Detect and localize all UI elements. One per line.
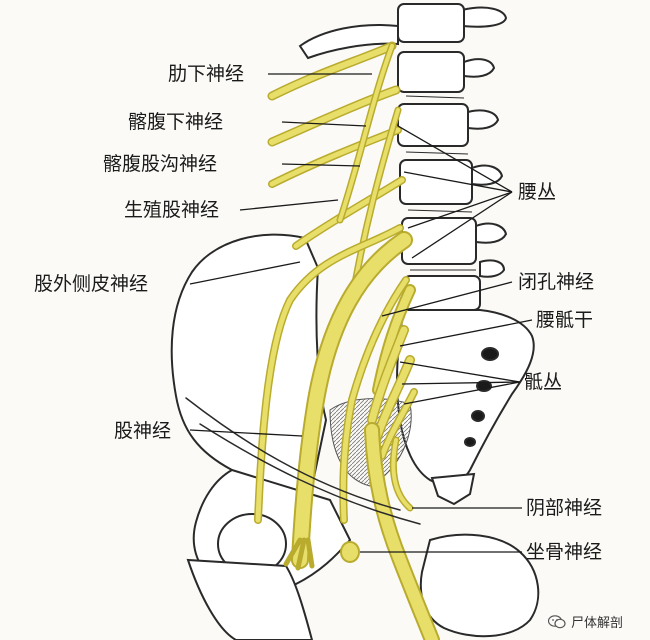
nerves bbox=[185, 41, 440, 640]
label-lumbar-plexus: 腰丛 bbox=[518, 181, 557, 203]
transverse-process-top bbox=[461, 6, 508, 28]
vertebra-3 bbox=[397, 103, 469, 147]
leader-lines bbox=[189, 73, 533, 553]
sacral-foramen-3 bbox=[471, 410, 485, 422]
pubis bbox=[419, 533, 540, 638]
label-subcostal-nerve: 肋下神经 bbox=[168, 63, 245, 85]
label-femoral-nerve: 股神经 bbox=[114, 420, 172, 442]
vertebra-1 bbox=[397, 3, 465, 43]
label-sciatic-nerve: 坐骨神经 bbox=[526, 541, 603, 563]
coccyx bbox=[430, 472, 476, 506]
label-ilioinguinal-nerve: 髂腹股沟神经 bbox=[103, 153, 218, 175]
label-lumbosacral-trunk: 腰骶干 bbox=[536, 309, 594, 331]
watermark: 尸体解剖 bbox=[548, 612, 623, 631]
watermark-text: 尸体解剖 bbox=[571, 616, 624, 631]
label-iliohypogastric-nerve: 髂腹下神经 bbox=[128, 111, 224, 133]
wechat-icon bbox=[548, 614, 566, 629]
sciatic-node bbox=[340, 541, 360, 563]
sacral-foramen-1 bbox=[481, 347, 499, 361]
sacrum bbox=[396, 309, 535, 486]
transverse-process-6 bbox=[479, 259, 506, 278]
label-sacral-plexus: 骶丛 bbox=[524, 371, 563, 393]
femur-shaft bbox=[186, 558, 314, 640]
transverse-process-2 bbox=[463, 58, 496, 78]
vertebra-2 bbox=[397, 51, 465, 93]
transverse-process-5 bbox=[475, 222, 508, 244]
transverse-process-3 bbox=[467, 109, 500, 130]
label-obturator-nerve: 闭孔神经 bbox=[518, 271, 595, 293]
label-lateral-femoral-cutaneous-nerve: 股外侧皮神经 bbox=[34, 273, 149, 295]
vertebral-column bbox=[298, 3, 535, 506]
label-pudendal-nerve: 阴部神经 bbox=[526, 497, 603, 519]
label-genitofemoral-nerve: 生殖股神经 bbox=[124, 199, 220, 221]
sacral-foramen-4 bbox=[464, 437, 476, 447]
transverse-process-4 bbox=[471, 164, 504, 186]
